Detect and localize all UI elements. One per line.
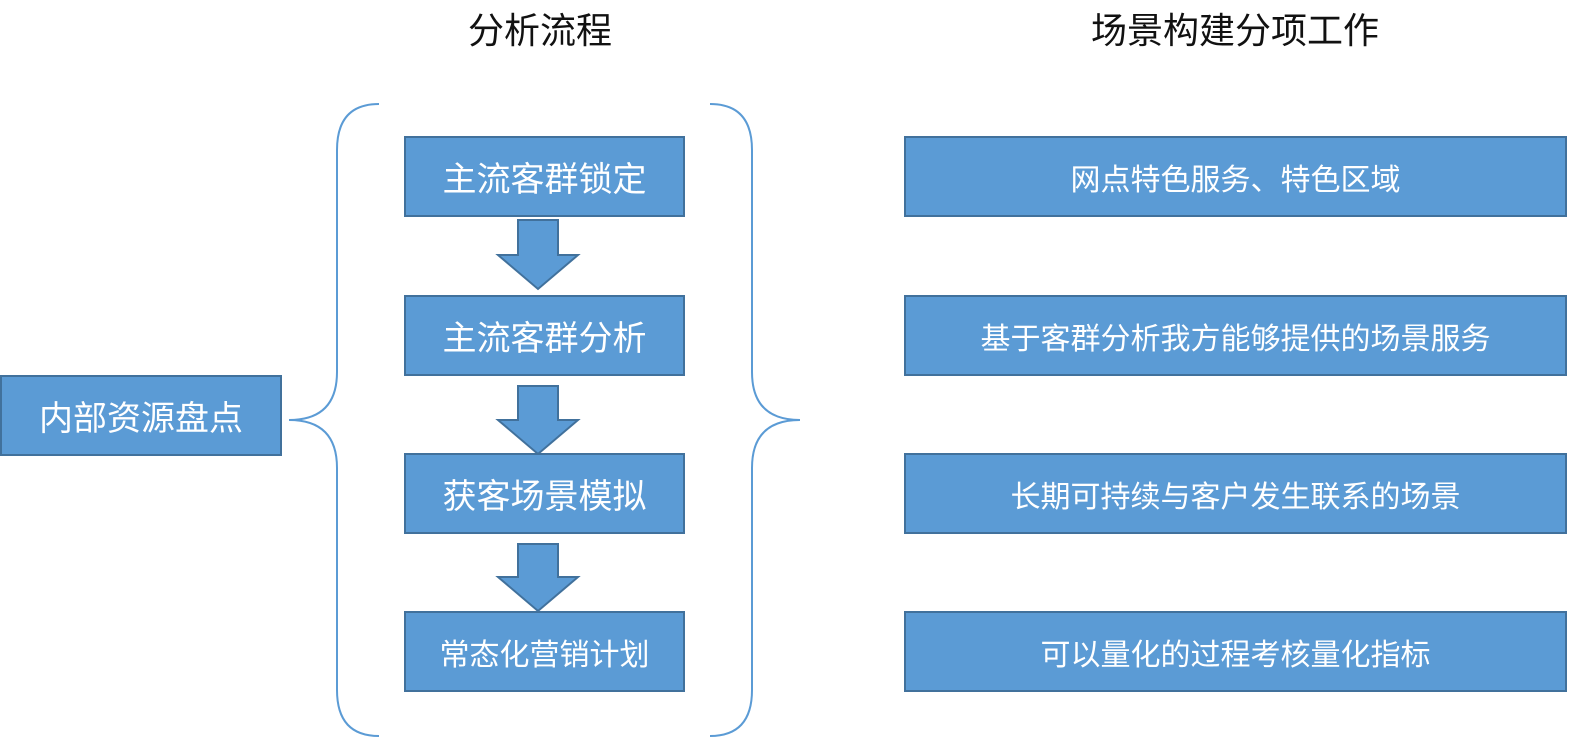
scene-task-label: 网点特色服务、特色区域 bbox=[1070, 162, 1401, 198]
down-arrow-2 bbox=[495, 385, 581, 456]
scene-task-label: 长期可持续与客户发生联系的场景 bbox=[1010, 479, 1461, 515]
scene-task-1: 网点特色服务、特色区域 bbox=[904, 136, 1567, 217]
scene-task-label: 基于客群分析我方能够提供的场景服务 bbox=[980, 321, 1491, 357]
scene-task-2: 基于客群分析我方能够提供的场景服务 bbox=[904, 295, 1567, 376]
root-label: 内部资源盘点 bbox=[39, 399, 243, 439]
down-arrow-3 bbox=[495, 543, 581, 613]
left-brace bbox=[288, 103, 380, 737]
step-2: 主流客群分析 bbox=[404, 295, 685, 376]
step-1: 主流客群锁定 bbox=[404, 136, 685, 217]
down-arrow-1 bbox=[495, 219, 581, 291]
right-brace bbox=[709, 103, 801, 737]
step-label: 主流客群分析 bbox=[442, 319, 647, 359]
scene-task-3: 长期可持续与客户发生联系的场景 bbox=[904, 453, 1567, 534]
step-4: 常态化营销计划 bbox=[404, 611, 685, 692]
scene-work-heading: 场景构建分项工作 bbox=[1090, 11, 1379, 52]
step-label: 主流客群锁定 bbox=[442, 160, 647, 200]
scene-task-label: 可以量化的过程考核量化指标 bbox=[1040, 637, 1431, 673]
root-node: 内部资源盘点 bbox=[0, 375, 282, 456]
scene-task-4: 可以量化的过程考核量化指标 bbox=[904, 611, 1567, 692]
process-heading: 分析流程 bbox=[467, 11, 612, 52]
step-label: 常态化营销计划 bbox=[439, 637, 650, 673]
step-label: 获客场景模拟 bbox=[442, 477, 647, 517]
step-3: 获客场景模拟 bbox=[404, 453, 685, 534]
